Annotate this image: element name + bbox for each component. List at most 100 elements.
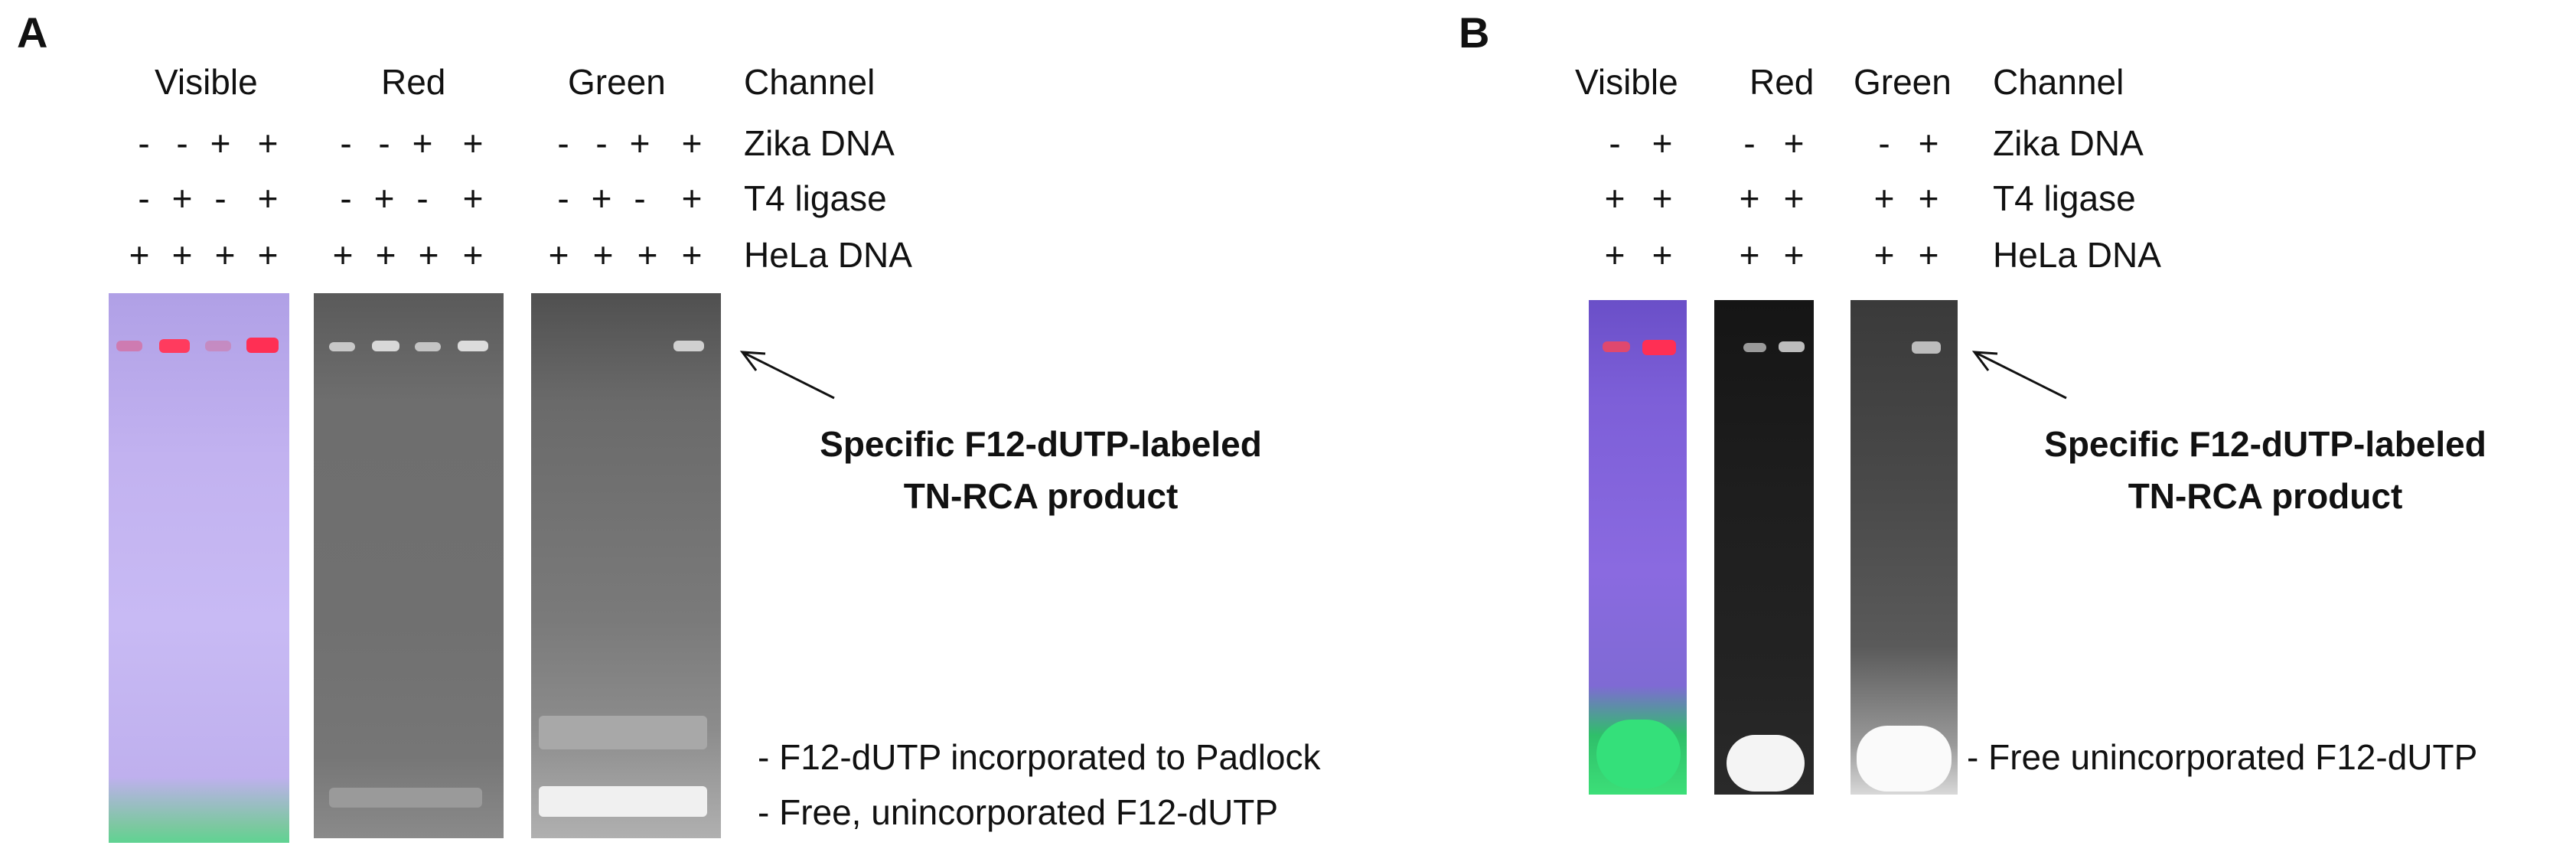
a-vis-t4-3: - <box>214 178 227 218</box>
panel-a-channel-header: Channel <box>744 62 876 102</box>
a-vis-hela-3: + <box>214 235 236 275</box>
a-grn-hela-3: + <box>637 235 658 275</box>
a-vis-hela-2: + <box>171 235 193 275</box>
a-grn-zika-2: - <box>595 123 608 163</box>
b-vis-t4-1: + <box>1604 178 1625 218</box>
a-grn-hela-2: + <box>592 235 614 275</box>
panel-b-channel-visible: Visible <box>1575 62 1678 102</box>
a-grn-zika-1: - <box>557 123 569 163</box>
gel-a-red-band-2 <box>372 341 399 351</box>
a-red-t4-4: + <box>462 178 484 218</box>
a-grn-zika-4: + <box>681 123 703 163</box>
panel-b-arrow-icon <box>1971 351 2067 400</box>
a-grn-hela-4: + <box>681 235 703 275</box>
gel-b-green <box>1850 300 1958 795</box>
a-red-zika-4: + <box>462 123 484 163</box>
panel-a-channel-red: Red <box>381 62 446 102</box>
a-grn-zika-3: + <box>629 123 651 163</box>
gel-b-visible-free-spot <box>1596 720 1681 788</box>
gel-a-red-band-4 <box>458 341 488 351</box>
gel-b-red-free-spot <box>1727 735 1805 792</box>
panel-b-note-free: - Free unincorporated F12-dUTP <box>1967 737 2478 777</box>
a-vis-zika-2: - <box>176 123 188 163</box>
a-vis-zika-4: + <box>257 123 279 163</box>
gel-a-red-free-band <box>329 788 482 808</box>
panel-a-label: A <box>17 8 48 57</box>
a-red-zika-3: + <box>412 123 433 163</box>
a-red-t4-1: - <box>340 178 352 218</box>
b-vis-t4-2: + <box>1652 178 1673 218</box>
b-vis-hela-2: + <box>1652 235 1673 275</box>
a-grn-t4-2: + <box>591 178 612 218</box>
gel-a-red-band-3 <box>415 342 441 351</box>
b-red-zika-2: + <box>1783 123 1805 163</box>
b-red-hela-2: + <box>1783 235 1805 275</box>
a-vis-hela-4: + <box>257 235 279 275</box>
panel-a-arrow-icon <box>739 351 835 400</box>
b-vis-zika-2: + <box>1652 123 1673 163</box>
gel-a-visible-band-2 <box>159 339 190 353</box>
panel-a-product-line2: TN-RCA product <box>903 476 1179 516</box>
gel-a-red-band-1 <box>329 342 355 351</box>
b-grn-hela-2: + <box>1918 235 1939 275</box>
b-red-t4-2: + <box>1783 178 1805 218</box>
a-red-zika-1: - <box>340 123 352 163</box>
panel-a-note-padlock: - F12-dUTP incorporated to Padlock <box>758 737 1321 777</box>
gel-a-green-band-4 <box>673 341 704 351</box>
a-grn-t4-1: - <box>557 178 569 218</box>
a-vis-hela-1: + <box>129 235 150 275</box>
a-red-hela-3: + <box>418 235 439 275</box>
gel-a-green <box>531 293 721 838</box>
panel-b-product-label: Specific F12-dUTP-labeled TN-RCA product <box>2020 418 2510 522</box>
a-red-t4-2: + <box>373 178 395 218</box>
panel-b-label: B <box>1459 8 1490 57</box>
panel-a-channel-visible: Visible <box>155 62 258 102</box>
a-grn-hela-1: + <box>548 235 569 275</box>
gel-a-green-free-band <box>539 786 707 817</box>
panel-b-channel-green: Green <box>1854 62 1952 102</box>
b-red-hela-1: + <box>1739 235 1760 275</box>
b-red-zika-1: - <box>1743 123 1756 163</box>
a-red-hela-1: + <box>332 235 354 275</box>
panel-b-channel-red: Red <box>1749 62 1815 102</box>
b-vis-zika-1: - <box>1609 123 1621 163</box>
b-grn-zika-2: + <box>1918 123 1939 163</box>
panel-a-channel-green: Green <box>568 62 666 102</box>
a-red-zika-2: - <box>378 123 390 163</box>
a-vis-zika-1: - <box>138 123 150 163</box>
a-grn-t4-4: + <box>681 178 703 218</box>
gel-b-visible-band-2 <box>1642 340 1676 355</box>
panel-a-product-line1: Specific F12-dUTP-labeled <box>820 424 1262 464</box>
a-vis-t4-1: - <box>138 178 150 218</box>
gel-a-visible-band-3 <box>205 341 231 351</box>
panel-a-row-zika: Zika DNA <box>744 123 895 163</box>
b-red-t4-1: + <box>1739 178 1760 218</box>
panel-b-channel-header: Channel <box>1993 62 2124 102</box>
gel-a-visible <box>109 293 289 843</box>
b-vis-hela-1: + <box>1604 235 1625 275</box>
gel-b-visible-band-1 <box>1603 341 1630 352</box>
b-grn-t4-1: + <box>1873 178 1895 218</box>
panel-b-row-hela: HeLa DNA <box>1993 235 2161 275</box>
gel-b-green-band-2 <box>1912 341 1941 354</box>
gel-b-green-free-spot <box>1857 726 1952 792</box>
gel-b-visible <box>1589 300 1687 795</box>
gel-a-visible-band-1 <box>116 341 142 351</box>
gel-a-red <box>314 293 504 838</box>
gel-b-red-band-2 <box>1779 341 1805 352</box>
a-red-hela-2: + <box>375 235 396 275</box>
a-vis-t4-4: + <box>257 178 279 218</box>
panel-a-note-free: - Free, unincorporated F12-dUTP <box>758 792 1279 832</box>
panel-a-row-t4: T4 ligase <box>744 178 887 218</box>
gel-b-red-band-1 <box>1743 343 1766 352</box>
a-vis-zika-3: + <box>210 123 231 163</box>
panel-b-row-zika: Zika DNA <box>1993 123 2144 163</box>
panel-b-product-line2: TN-RCA product <box>2128 476 2403 516</box>
a-red-hela-4: + <box>462 235 484 275</box>
gel-a-visible-band-4 <box>246 338 279 353</box>
b-grn-t4-2: + <box>1918 178 1939 218</box>
gel-a-green-padlock-band <box>539 716 707 749</box>
b-grn-zika-1: - <box>1878 123 1890 163</box>
a-vis-t4-2: + <box>171 178 193 218</box>
a-red-t4-3: - <box>416 178 429 218</box>
